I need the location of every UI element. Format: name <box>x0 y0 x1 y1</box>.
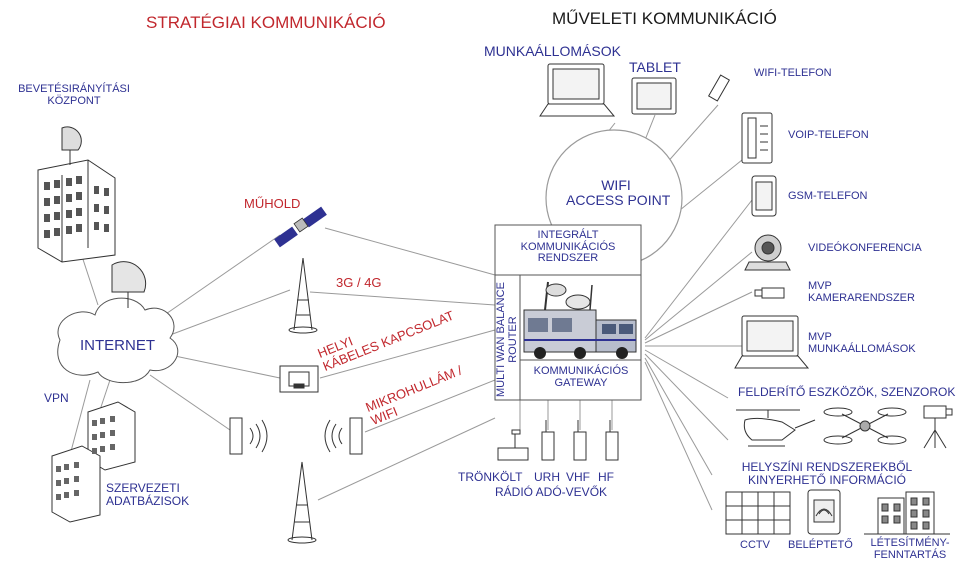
wifi-phone-icon <box>709 75 730 101</box>
onsite-info-line-1: HELYSZÍNI RENDSZEREKBŐL <box>722 461 932 474</box>
mvp-camera-line-2: KAMERARENDSZER <box>808 293 915 305</box>
radio-devices <box>498 420 618 460</box>
facility-mgmt-label: LÉTESÍTMÉNY- FENNTARTÁS <box>864 538 956 561</box>
integrated-system-line-1: INTEGRÁLT <box>496 230 640 242</box>
satellite-icon <box>274 207 327 248</box>
cellular-separator: / <box>353 275 364 290</box>
radio-vhf-label: VHF <box>566 471 590 484</box>
ethernet-port-icon <box>280 366 318 392</box>
cell-tower-lower <box>288 462 316 543</box>
recon-label: FELDERÍTŐ ESZKÖZÖK, SZENZOROK <box>738 386 955 399</box>
strategic-heading: STRATÉGIAI KOMMUNIKÁCIÓ <box>146 14 386 32</box>
cellular-3g-label: 3G <box>336 275 353 290</box>
voip-phone-icon <box>742 113 772 163</box>
dispatch-center-line-2: KÖZPONT <box>12 96 136 108</box>
tablet-label: TABLET <box>629 60 681 75</box>
operational-heading: MŰVELETI KOMMUNIKÁCIÓ <box>552 10 777 28</box>
mvp-camera-label: MVP KAMERARENDSZER <box>808 281 915 304</box>
mvp-camera-icon <box>755 288 784 298</box>
facility-mgmt-line-1: LÉTESÍTMÉNY- <box>864 538 956 550</box>
mvp-workstations-label: MVP MUNKAÁLLOMÁSOK <box>808 332 916 355</box>
tablet-icon <box>632 78 676 114</box>
workstations-label: MUNKAÁLLOMÁSOK <box>484 44 621 59</box>
cell-tower-upper <box>289 258 317 333</box>
mvp-laptop-icon <box>735 316 808 368</box>
mvp-workstations-line-1: MVP <box>808 332 916 344</box>
dispatch-center-line-1: BEVETÉSIRÁNYÍTÁSI <box>12 84 136 96</box>
access-control-icon <box>808 490 840 534</box>
videoconference-label: VIDEÓKONFERENCIA <box>808 243 922 255</box>
cctv-label: CCTV <box>740 540 770 552</box>
facility-mgmt-line-2: FENNTARTÁS <box>864 550 956 561</box>
tripod-camera-icon <box>924 406 952 448</box>
cellular-label: 3G / 4G <box>336 276 382 290</box>
integrated-system-label: INTEGRÁLT KOMMUNIKÁCIÓS RENDSZER <box>496 230 640 265</box>
gateway-line-2: GATEWAY <box>521 378 641 390</box>
mvp-workstations-line-2: MUNKAÁLLOMÁSOK <box>808 344 916 356</box>
org-databases-label: SZERVEZETI ADATBÁZISOK <box>106 482 189 507</box>
radio-uhf-label: URH <box>534 471 560 484</box>
microwave-link-icon <box>230 418 362 454</box>
internet-label: INTERNET <box>80 338 155 354</box>
router-line-2: ROUTER <box>508 277 520 402</box>
facility-buildings-icon <box>864 492 950 534</box>
vpn-label: VPN <box>44 392 69 405</box>
helicopter-icon <box>736 410 815 446</box>
wifi-ap-line-2: ACCESS POINT <box>566 193 666 208</box>
onsite-info-line-2: KINYERHETŐ INFORMÁCIÓ <box>722 474 932 487</box>
gsm-phone-icon <box>752 176 776 216</box>
integrated-system-line-3: RENDSZER <box>496 253 640 265</box>
dispatch-center-label: BEVETÉSIRÁNYÍTÁSI KÖZPONT <box>12 84 136 107</box>
satellite-label: MŰHOLD <box>244 197 300 211</box>
cellular-4g-label: 4G <box>364 275 381 290</box>
wifi-phone-label: WIFI-TELEFON <box>754 68 832 80</box>
router-line-1: MULTI WAN BALANCE <box>496 277 508 402</box>
drone-icon <box>824 408 906 444</box>
gateway-label: KOMMUNIKÁCIÓS GATEWAY <box>521 366 641 389</box>
org-databases-line-2: ADATBÁZISOK <box>106 495 189 508</box>
wifi-ap-line-1: WIFI <box>566 178 666 193</box>
mvp-camera-line-1: MVP <box>808 281 915 293</box>
radios-caption: RÁDIÓ ADÓ-VEVŐK <box>495 486 607 499</box>
access-control-label: BELÉPTETŐ <box>788 540 853 552</box>
voip-phone-label: VOIP-TELEFON <box>788 130 869 142</box>
router-label: MULTI WAN BALANCE ROUTER <box>496 277 519 402</box>
wifi-ap-label: WIFI ACCESS POINT <box>566 178 666 207</box>
cctv-grid-icon <box>726 492 790 534</box>
radio-trunked-label: TRÖNKÖLT <box>458 471 522 484</box>
org-databases-line-1: SZERVEZETI <box>106 482 189 495</box>
gsm-phone-label: GSM-TELEFON <box>788 191 867 203</box>
laptop-icon <box>540 64 614 116</box>
radio-hf-label: HF <box>598 471 614 484</box>
gateway-line-1: KOMMUNIKÁCIÓS <box>521 366 641 378</box>
onsite-info-label: HELYSZÍNI RENDSZEREKBŐL KINYERHETŐ INFOR… <box>722 461 932 486</box>
